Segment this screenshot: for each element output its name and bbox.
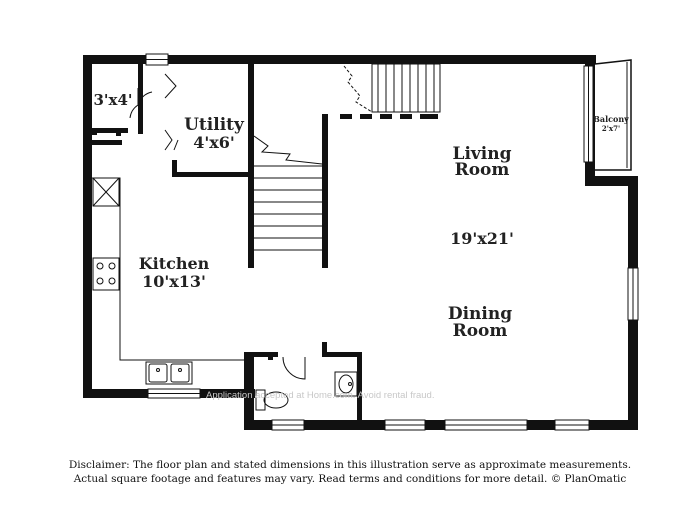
closet-dims-label: 3'x4': [93, 91, 132, 109]
dining-room-label-line2: Room: [453, 321, 508, 341]
sink-icon: [145, 361, 193, 385]
disclaimer: Disclaimer: The floor plan and stated di…: [0, 458, 700, 486]
disclaimer-line-2: Actual square footage and features may v…: [73, 473, 627, 485]
stairs-upper: [343, 63, 441, 113]
dining-room-label-line1: Dining: [448, 304, 512, 324]
windows: [145, 53, 639, 431]
balcony-dims-label: 2'x7': [602, 124, 620, 133]
disclaimer-line-1: Disclaimer: The floor plan and stated di…: [68, 459, 632, 471]
utility-name-label: Utility: [184, 115, 245, 135]
kitchen-dims-label: 10'x13': [142, 272, 206, 291]
doors: [129, 73, 306, 380]
kitchen-counter: [92, 177, 248, 361]
stairs-lower: [253, 135, 323, 251]
balcony: [583, 59, 632, 171]
interior-walls: [92, 64, 438, 422]
floor-plan: 3'x4' Utility 4'x6' Balcony 2'x7' Living…: [83, 53, 639, 431]
utility-dims-label: 4'x6': [193, 133, 235, 152]
living-room-label-line2: Room: [455, 160, 510, 180]
living-dining-dims-label: 19'x21': [450, 229, 514, 248]
toilet-icon: [255, 389, 289, 411]
stove-icon: [92, 257, 120, 291]
bathroom-sink-icon: [334, 371, 358, 397]
balcony-name-label: Balcony: [593, 114, 629, 124]
watermark-text: Application accepted at Home.com. Avoid …: [206, 390, 434, 401]
kitchen-name-label: Kitchen: [139, 254, 210, 273]
living-room-label-line1: Living: [453, 144, 512, 164]
